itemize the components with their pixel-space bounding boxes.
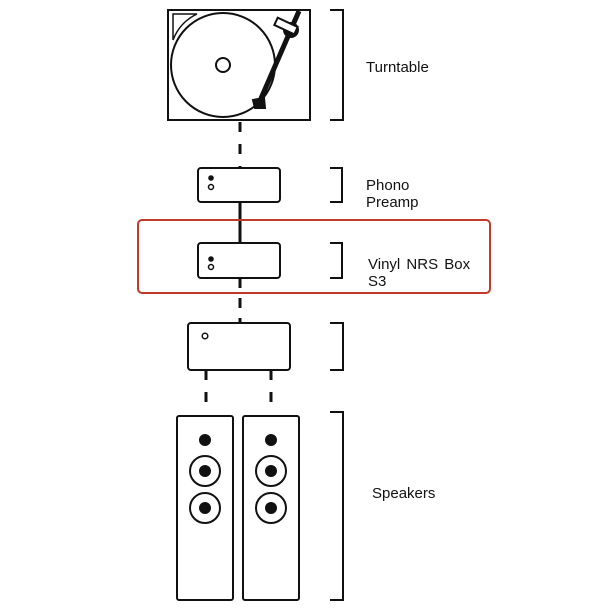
nrs-bracket (330, 242, 343, 279)
turntable-bracket (330, 9, 344, 121)
speakers-label: Speakers (372, 485, 436, 502)
amplifier-bracket (330, 322, 344, 371)
phono-preamp-icon (197, 167, 281, 203)
amplifier-icon (187, 322, 291, 371)
turntable-label: Turntable (366, 59, 429, 76)
turntable-icon (167, 9, 311, 121)
phono-label-line1: Phono (366, 177, 410, 194)
speaker-left-icon (176, 415, 234, 601)
nrs-label-line2: S3 (368, 273, 387, 290)
nrs-label-line1: Vinyl NRS Box (368, 256, 471, 273)
phono-bracket (330, 167, 343, 203)
vinyl-nrs-box-icon (197, 242, 281, 279)
speaker-right-icon (242, 415, 300, 601)
highlight-frame (137, 219, 491, 294)
phono-label-line2: Preamp (366, 194, 419, 211)
speakers-bracket (330, 411, 344, 601)
